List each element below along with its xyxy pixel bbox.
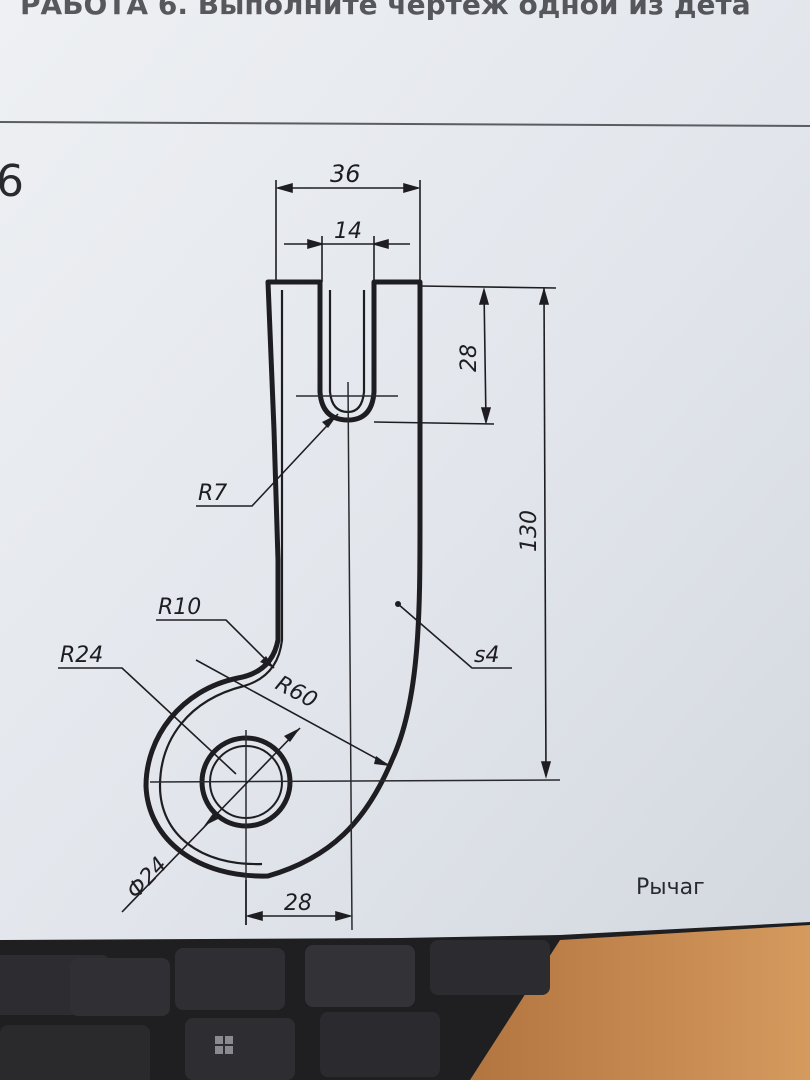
paper-sheet bbox=[0, 0, 810, 940]
dim-slot-depth: 28 bbox=[457, 344, 482, 372]
dim-slot-width: 14 bbox=[334, 219, 362, 244]
dim-offset-bottom: 28 bbox=[284, 891, 312, 916]
keyboard-key bbox=[430, 940, 550, 995]
part-caption: Рычаг bbox=[636, 875, 705, 900]
windows-logo-icon bbox=[215, 1036, 233, 1054]
desk-surface bbox=[470, 925, 810, 1080]
dim-width-overall: 36 bbox=[330, 160, 361, 188]
keyboard-key bbox=[320, 1012, 440, 1077]
keyboard bbox=[0, 920, 810, 1080]
leader-lines bbox=[58, 413, 512, 913]
header-text: РАБОТА 6. Выполните чертеж одной из дета bbox=[20, 0, 751, 21]
dimension-lines bbox=[245, 180, 557, 925]
dim-thickness: s4 bbox=[474, 643, 499, 668]
keyboard-key bbox=[70, 958, 170, 1016]
dim-fillet-radius: R10 bbox=[158, 595, 201, 620]
dim-slot-radius: R7 bbox=[198, 481, 227, 506]
lever-outline bbox=[143, 279, 423, 879]
keyboard-key bbox=[0, 1025, 150, 1080]
header-rule bbox=[0, 121, 810, 127]
keyboard-key bbox=[305, 945, 415, 1007]
dim-boss-radius: R24 bbox=[60, 643, 103, 668]
keyboard-key-windows bbox=[185, 1018, 295, 1080]
figure-number: 6 bbox=[0, 156, 24, 207]
keyboard-key bbox=[175, 948, 285, 1010]
leader-arrows bbox=[204, 414, 401, 826]
dim-height-total: 130 bbox=[517, 510, 542, 552]
